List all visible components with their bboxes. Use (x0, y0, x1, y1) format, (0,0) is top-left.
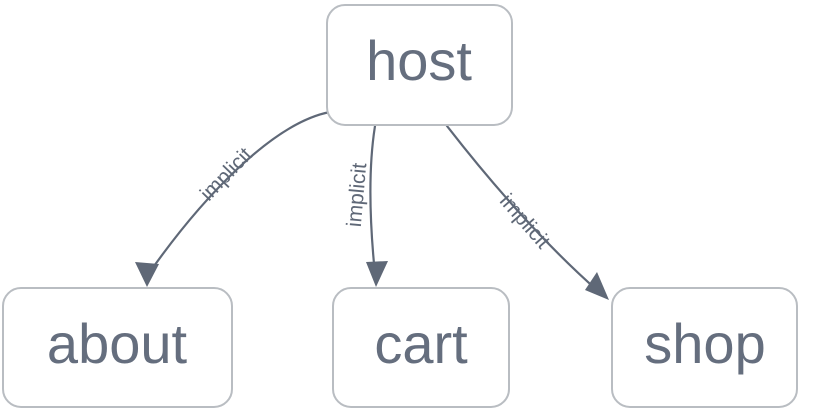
arrowhead-icon-host-about (135, 262, 159, 287)
node-box-shop (611, 287, 798, 408)
edge-host-shop[interactable] (445, 124, 609, 300)
edge-line-host-about (145, 110, 332, 278)
edge-label-host-shop: implicit (495, 190, 555, 254)
node-label-shop: shop (644, 312, 765, 375)
node-box-cart (332, 287, 510, 408)
edge-host-cart[interactable] (366, 124, 388, 287)
node-host[interactable]: host (326, 4, 513, 126)
node-box-host (326, 4, 513, 126)
edge-label-host-cart: implicit (343, 162, 372, 228)
node-label-about: about (47, 312, 188, 375)
edge-line-host-shop (445, 124, 600, 293)
node-label-cart: cart (374, 312, 468, 375)
edge-labels-layer: implicit implicit implicit (196, 143, 555, 253)
node-shop[interactable]: shop (611, 287, 798, 408)
node-about[interactable]: about (2, 287, 233, 408)
edge-label-host-about: implicit (196, 143, 257, 205)
nodes-layer: host about cart shop (2, 4, 798, 408)
edge-line-host-cart (369, 124, 377, 276)
arrowhead-icon-host-cart (366, 261, 388, 287)
node-box-about (2, 287, 233, 408)
edges-layer (135, 110, 609, 300)
node-cart[interactable]: cart (332, 287, 510, 408)
arrowhead-icon-host-shop (585, 272, 609, 300)
node-label-host: host (366, 29, 472, 92)
edge-host-about[interactable] (135, 110, 332, 287)
